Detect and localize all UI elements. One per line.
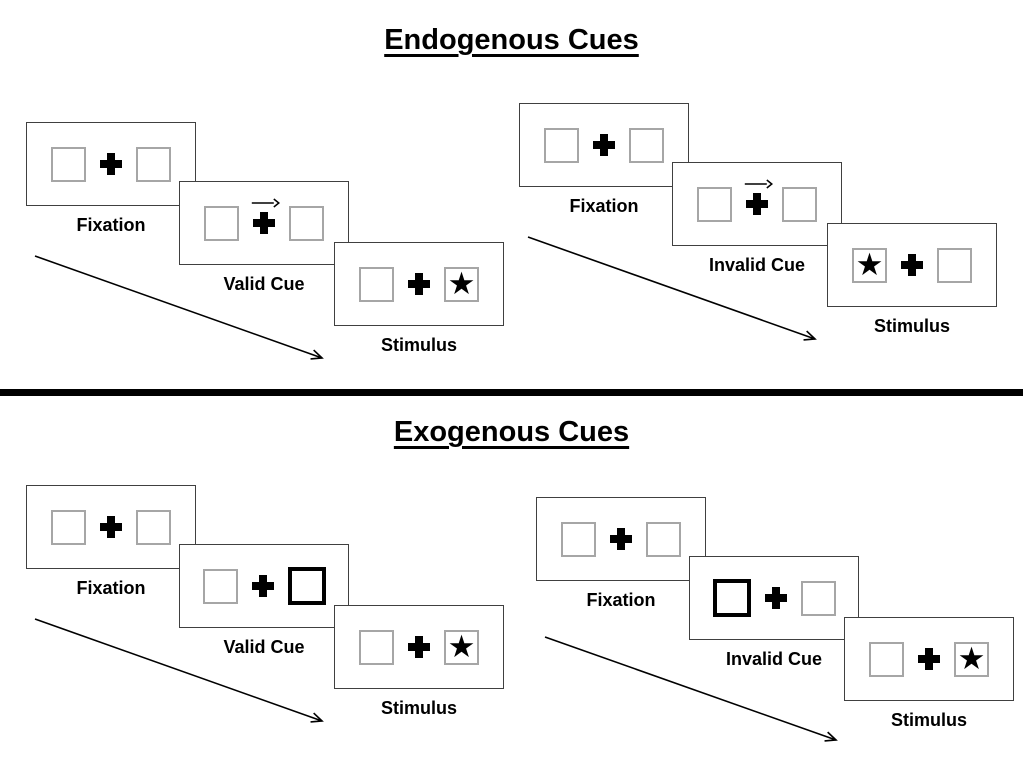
left-placeholder-box [869, 641, 904, 677]
screen-fixation [26, 122, 196, 206]
left-placeholder-box [202, 568, 238, 604]
screen-label: Invalid Cue [725, 649, 823, 669]
left-placeholder-box [561, 521, 596, 557]
plus-icon [251, 575, 274, 597]
plus-icon [100, 153, 122, 175]
right-placeholder-box [136, 146, 171, 182]
screen-label: Fixation [76, 578, 146, 598]
fixation-area [592, 134, 616, 156]
screen-label: Fixation [569, 196, 639, 216]
fixation-area [407, 273, 431, 295]
right-placeholder-box: ★ [954, 641, 989, 677]
plus-icon [764, 587, 787, 609]
fixation-area [407, 636, 431, 658]
plus-icon [593, 134, 615, 156]
endogenous-valid-trial-sequence: Fixation Valid Cue ★ Stimulus [26, 122, 506, 374]
exogenous-invalid-trial-sequence: Fixation Invalid Cue ★ Stimulus [536, 497, 1016, 749]
right-placeholder-box [782, 186, 817, 222]
fixation-area [99, 516, 123, 538]
screen-stimulus: ★ [827, 223, 997, 307]
left-placeholder-box [359, 266, 394, 302]
screen-label: Fixation [586, 590, 656, 610]
screen-label: Valid Cue [223, 274, 305, 294]
screen-label: Stimulus [380, 698, 457, 718]
screen-cue [689, 556, 859, 640]
plus-icon [408, 636, 430, 658]
left-placeholder-box [204, 205, 239, 241]
fixation-area [764, 587, 788, 609]
plus-icon [408, 273, 430, 295]
exogenous-valid-trial-sequence: Fixation Valid Cue ★ Stimulus [26, 485, 506, 737]
fixation-area [251, 575, 275, 597]
right-placeholder-box: ★ [444, 629, 479, 665]
plus-icon [901, 254, 923, 276]
fixation-area [900, 254, 924, 276]
cue-direction-arrow-icon [744, 179, 774, 189]
left-placeholder-box [712, 579, 751, 617]
plus-icon [610, 528, 632, 550]
right-placeholder-box [287, 567, 326, 605]
endogenous-section-title: Endogenous Cues [384, 24, 639, 56]
right-placeholder-box [136, 509, 171, 545]
left-placeholder-box: ★ [852, 247, 887, 283]
fixation-area [917, 648, 941, 670]
screen-cue [179, 181, 349, 265]
section-divider [0, 389, 1023, 396]
right-placeholder-box [646, 521, 681, 557]
fixation-area [609, 528, 633, 550]
plus-icon [918, 648, 940, 670]
screen-label: Stimulus [380, 335, 457, 355]
right-placeholder-box [937, 247, 972, 283]
screen-label: Valid Cue [223, 637, 305, 657]
endogenous-invalid-trial-sequence: Fixation Invalid Cue ★ Stimulus [519, 103, 999, 355]
fixation-area [251, 198, 281, 234]
left-placeholder-box [51, 146, 86, 182]
fixation-area [744, 179, 774, 215]
screen-cue [179, 544, 349, 628]
screen-stimulus: ★ [334, 605, 504, 689]
screen-label: Fixation [76, 215, 146, 235]
left-placeholder-box [359, 629, 394, 665]
screen-fixation [536, 497, 706, 581]
plus-icon [100, 516, 122, 538]
fixation-area [99, 153, 123, 175]
plus-icon [253, 212, 275, 234]
right-placeholder-box [289, 205, 324, 241]
screen-stimulus: ★ [334, 242, 504, 326]
screen-stimulus: ★ [844, 617, 1014, 701]
screen-label: Invalid Cue [708, 255, 806, 275]
exogenous-section-title: Exogenous Cues [393, 416, 630, 448]
right-placeholder-box [629, 127, 664, 163]
screen-fixation [26, 485, 196, 569]
screen-label: Stimulus [873, 316, 950, 336]
screen-fixation [519, 103, 689, 187]
right-placeholder-box [800, 580, 836, 616]
left-placeholder-box [544, 127, 579, 163]
screen-label: Stimulus [890, 710, 967, 730]
plus-icon [746, 193, 768, 215]
left-placeholder-box [697, 186, 732, 222]
right-placeholder-box: ★ [444, 266, 479, 302]
left-placeholder-box [51, 509, 86, 545]
cue-direction-arrow-icon [251, 198, 281, 208]
screen-cue [672, 162, 842, 246]
